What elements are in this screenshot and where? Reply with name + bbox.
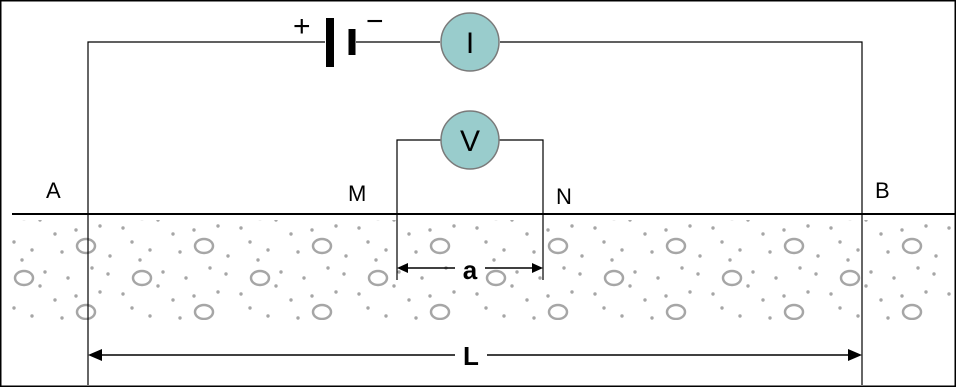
electrode-label-b: B [875,178,890,203]
current-circuit-wire [87,41,863,385]
battery-minus-sign: − [366,5,384,38]
battery-plus-sign: + [293,10,311,43]
electrode-label-n: N [556,184,572,209]
electrode-label-m: M [348,181,366,206]
electrode-label-a: A [46,178,61,203]
spacing-a-label: a [463,255,478,285]
ammeter-label: I [466,27,474,60]
ammeter-icon [440,12,500,72]
battery-icon [326,18,356,67]
length-l-label: L [463,341,479,371]
voltage-circuit-wire [396,139,544,280]
voltmeter-label: V [460,125,480,158]
voltmeter-icon [440,110,500,170]
